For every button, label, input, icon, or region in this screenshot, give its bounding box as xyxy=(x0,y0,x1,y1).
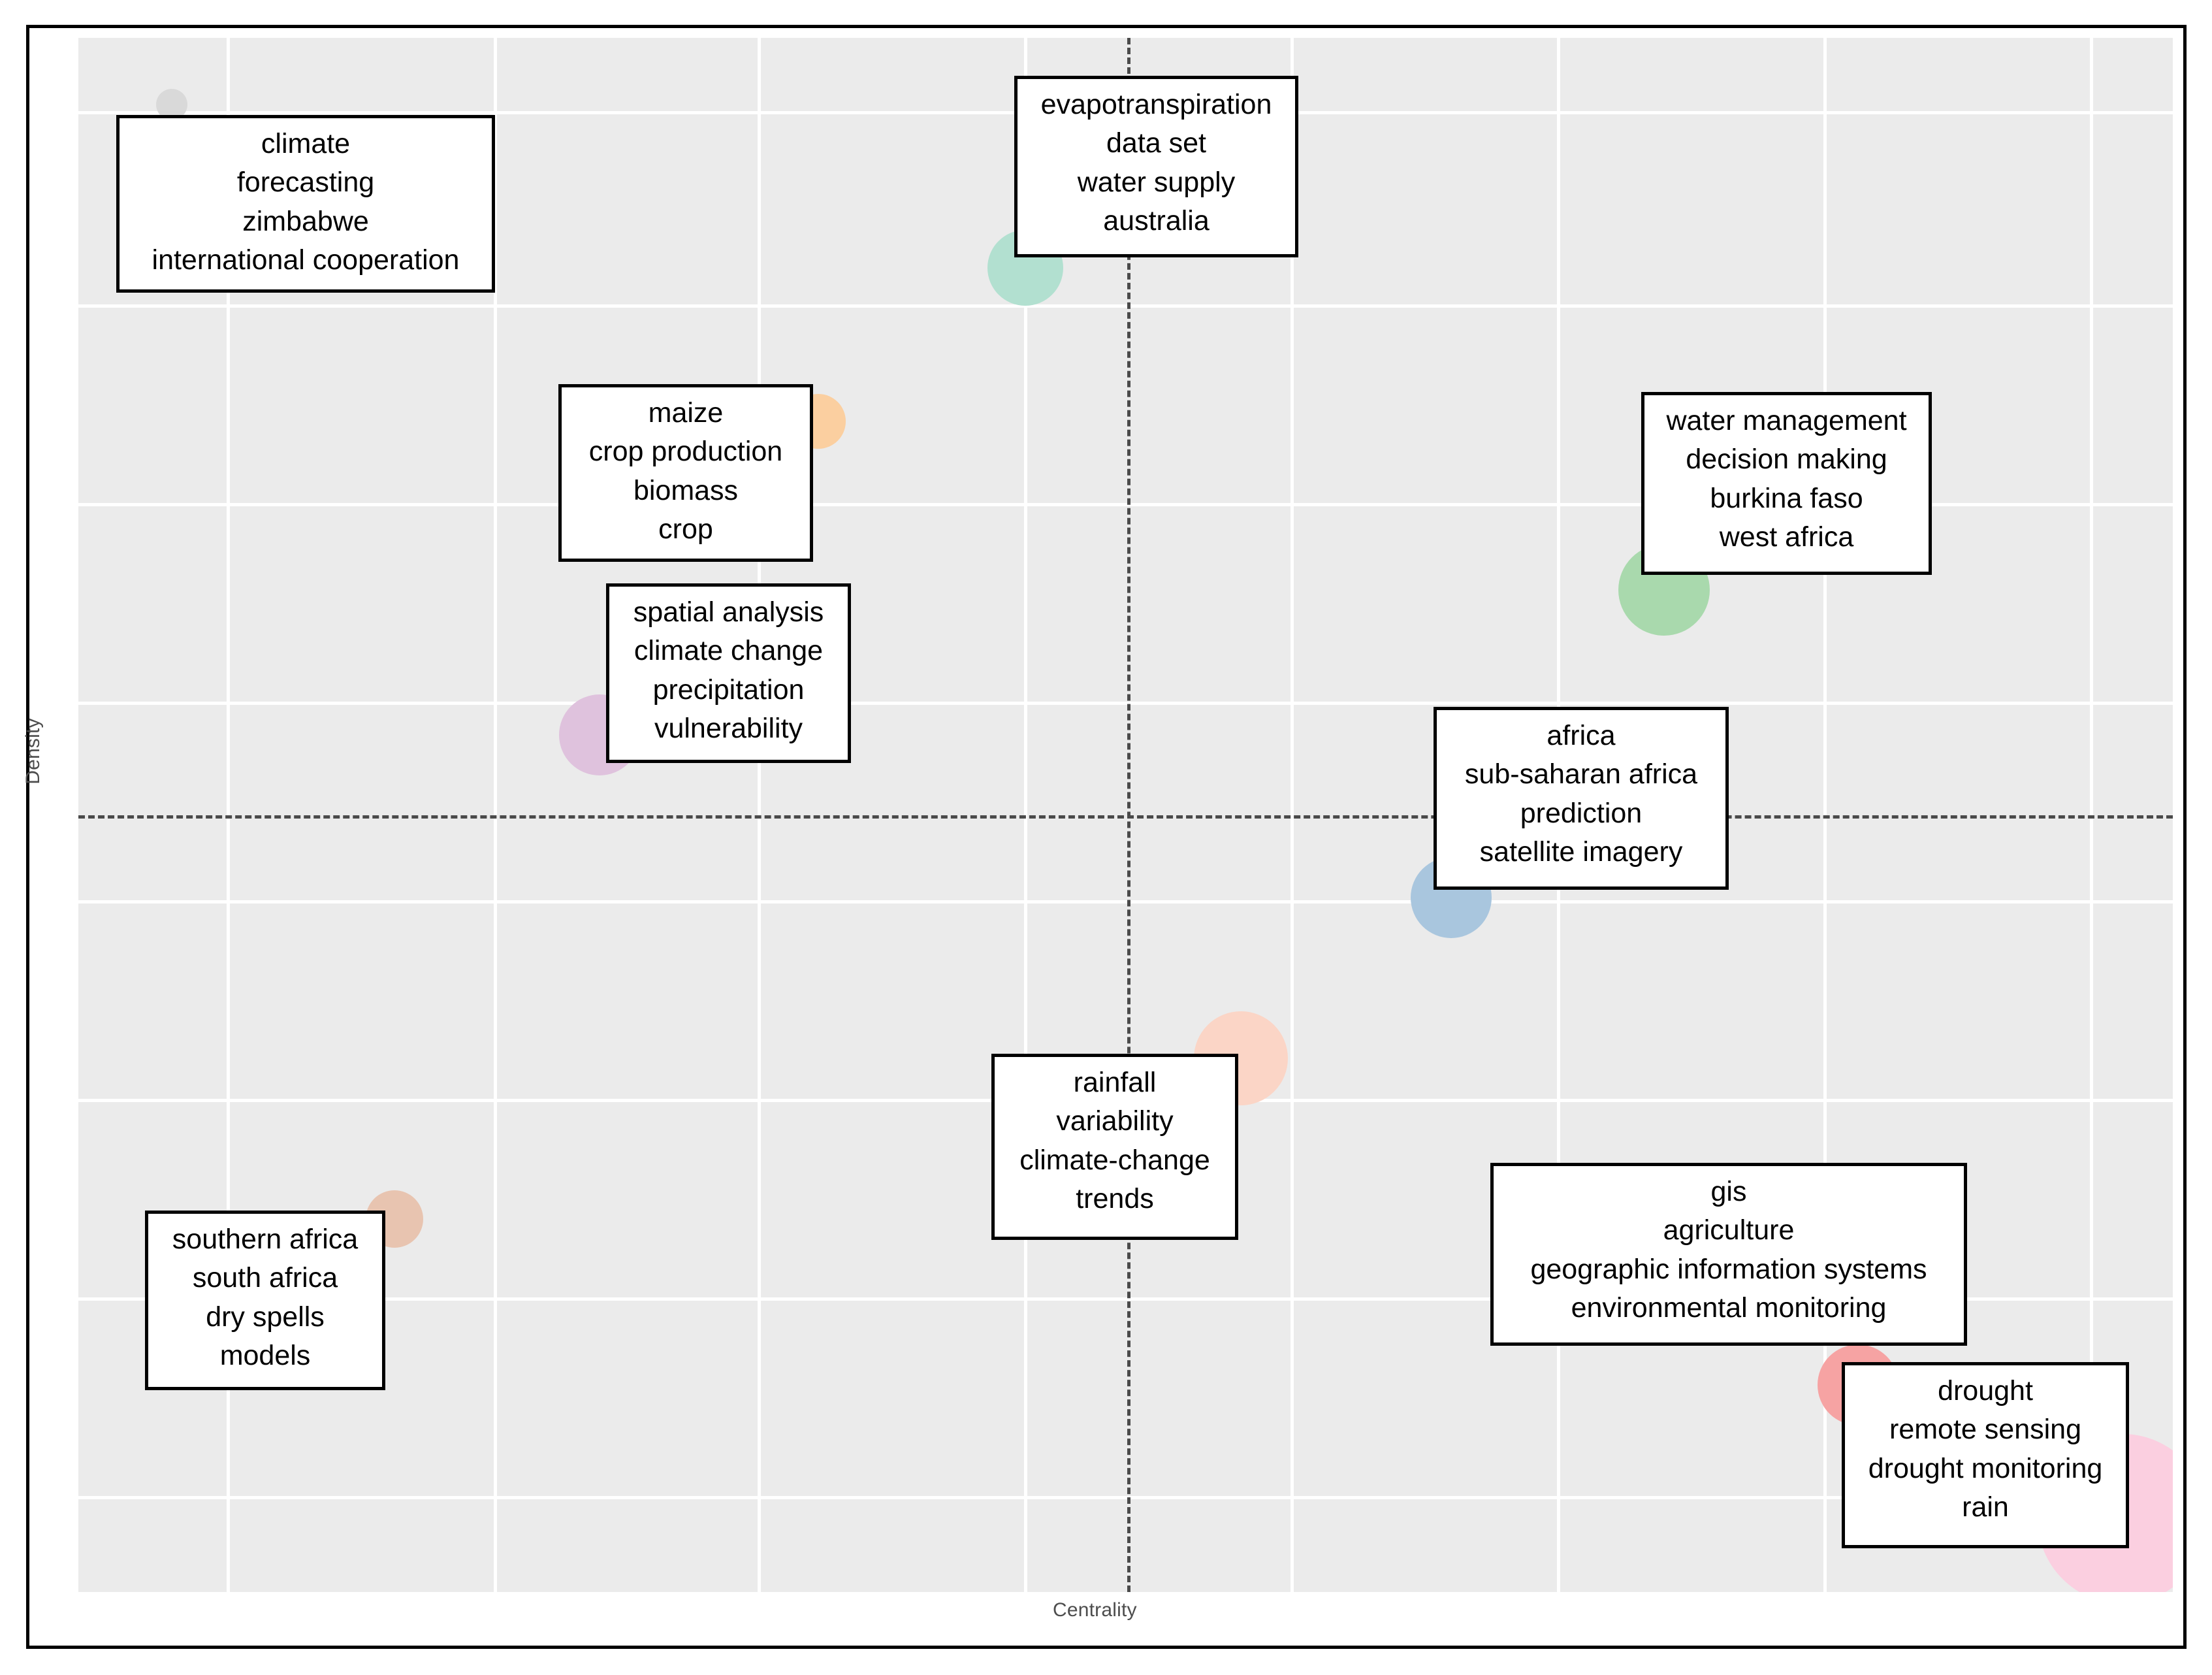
cluster-term: decision making xyxy=(1686,444,1887,476)
quadrant-divider-horizontal xyxy=(78,815,2173,819)
gridline-horizontal xyxy=(78,702,2173,705)
gridline-vertical xyxy=(494,38,497,1592)
cluster-term: dry spells xyxy=(206,1301,325,1333)
gridline-vertical xyxy=(1290,38,1294,1592)
cluster-term: geographic information systems xyxy=(1530,1253,1927,1285)
cluster-term: prediction xyxy=(1520,797,1643,829)
cluster-label-box[interactable]: southern africa south africa dry spells mod… xyxy=(145,1211,385,1390)
cluster-label-box[interactable]: maize crop production biomass crop xyxy=(558,384,813,562)
quadrant-divider-vertical xyxy=(1127,38,1130,1592)
gridline-vertical xyxy=(227,38,230,1592)
cluster-term: rain xyxy=(1962,1491,2009,1523)
cluster-term: africa xyxy=(1547,720,1616,751)
cluster-term: water management xyxy=(1666,405,1907,436)
cluster-term: international cooperation xyxy=(152,244,460,276)
cluster-term: evapotranspiration xyxy=(1040,89,1272,120)
cluster-term: australia xyxy=(1103,204,1210,236)
cluster-label-box[interactable]: gis agriculture geographic information sys… xyxy=(1490,1163,1967,1346)
cluster-term: spatial analysis xyxy=(633,596,824,628)
cluster-label-box[interactable]: water management decision making burkina f… xyxy=(1641,392,1932,575)
cluster-term: maize xyxy=(648,397,724,429)
cluster-term: variability xyxy=(1056,1105,1174,1137)
cluster-term: drought monitoring xyxy=(1868,1452,2103,1484)
cluster-term: burkina faso xyxy=(1710,482,1863,514)
cluster-label-box[interactable]: climate forecasting zimbabwe international … xyxy=(116,115,495,293)
cluster-term: vulnerability xyxy=(654,712,803,744)
gridline-vertical xyxy=(758,38,761,1592)
cluster-term: trends xyxy=(1076,1182,1154,1214)
cluster-term: southern africa xyxy=(172,1224,359,1255)
cluster-term: precipitation xyxy=(652,674,805,706)
cluster-label-box[interactable]: spatial analysis climate change precipitat… xyxy=(606,583,851,763)
cluster-term: gis xyxy=(1710,1176,1747,1207)
cluster-term: data set xyxy=(1106,127,1206,159)
plot-panel xyxy=(78,38,2173,1592)
gridline-horizontal xyxy=(78,900,2173,903)
cluster-term: satellite imagery xyxy=(1479,836,1683,868)
gridline-vertical xyxy=(1823,38,1827,1592)
cluster-term: remote sensing xyxy=(1889,1414,2081,1446)
cluster-term: climate xyxy=(261,128,351,159)
cluster-term: models xyxy=(219,1339,311,1371)
cluster-term: crop production xyxy=(588,436,783,468)
cluster-term: south africa xyxy=(192,1262,338,1294)
cluster-term: rainfall xyxy=(1073,1067,1157,1098)
cluster-label-box[interactable]: rainfall variability climate-change trends xyxy=(991,1054,1238,1240)
gridline-horizontal xyxy=(78,1297,2173,1301)
cluster-label-box[interactable]: evapotranspiration data set water supply au… xyxy=(1014,76,1298,257)
cluster-term: biomass xyxy=(633,474,739,506)
cluster-term: agriculture xyxy=(1663,1214,1795,1246)
x-axis-label: Centrality xyxy=(1053,1599,1137,1621)
cluster-term: forecasting xyxy=(236,167,375,199)
gridline-horizontal xyxy=(78,503,2173,506)
y-axis-label: Density xyxy=(22,718,44,785)
cluster-term: environmental monitoring xyxy=(1571,1292,1887,1324)
cluster-label-box[interactable]: africa sub-saharan africa prediction satell… xyxy=(1434,707,1729,890)
cluster-term: drought xyxy=(1938,1375,2033,1407)
cluster-term: zimbabwe xyxy=(242,205,369,237)
cluster-label-box[interactable]: drought remote sensing drought monitoring r… xyxy=(1842,1362,2129,1548)
cluster-term: climate change xyxy=(633,635,824,667)
gridline-horizontal xyxy=(78,1496,2173,1499)
gridline-vertical xyxy=(1024,38,1027,1592)
cluster-term: climate-change xyxy=(1019,1144,1210,1176)
gridline-horizontal xyxy=(78,304,2173,308)
gridline-vertical xyxy=(2090,38,2093,1592)
cluster-term: west africa xyxy=(1719,521,1854,553)
cluster-term: crop xyxy=(658,513,713,545)
cluster-term: sub-saharan africa xyxy=(1464,758,1698,790)
cluster-term: water supply xyxy=(1077,166,1236,198)
